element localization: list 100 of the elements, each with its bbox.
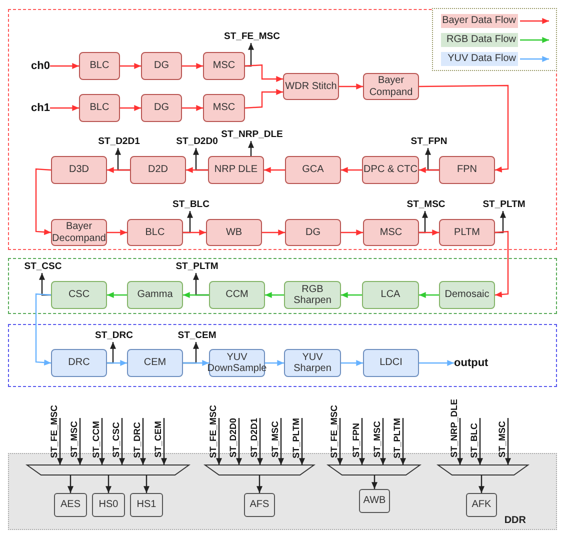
statistics-label: ST_FE_MSC	[224, 31, 280, 43]
arrow	[257, 418, 263, 465]
arrow	[244, 89, 283, 109]
arrow	[264, 167, 285, 173]
statistics-label: ST_D2D0	[176, 136, 218, 148]
process-box: AWB	[359, 489, 390, 513]
arrow	[183, 360, 209, 366]
output-label: output	[454, 356, 488, 370]
arrow	[419, 230, 439, 236]
statistics-label: ST_MSC	[497, 421, 507, 458]
process-box: PLTM	[439, 219, 495, 246]
statistics-label: ST_DRC	[95, 330, 133, 342]
statistics-label: ST_DRC	[132, 422, 142, 458]
process-box: GCA	[285, 156, 341, 184]
process-box: BLC	[79, 94, 120, 122]
process-box: AFS	[244, 493, 275, 517]
channel-label: ch0	[31, 59, 50, 73]
process-box: D2D	[130, 156, 186, 184]
arrow	[341, 167, 362, 173]
arrow	[57, 418, 63, 465]
statistics-label: ST_PLTM	[392, 418, 402, 458]
arrow	[120, 105, 141, 111]
process-box: YUV DownSample	[209, 349, 265, 377]
mux-trapezoid	[438, 465, 528, 475]
arrow	[505, 418, 511, 465]
statistics-label: ST_FPN	[351, 423, 361, 458]
arrow	[50, 63, 79, 69]
statistics-label: ST_PLTM	[482, 199, 526, 211]
arrow	[478, 475, 484, 493]
arrow	[236, 418, 242, 465]
process-box: WB	[206, 219, 262, 246]
arrow	[477, 418, 483, 465]
statistics-label: ST_PLTM	[291, 418, 301, 458]
arrow	[248, 141, 254, 156]
process-box: DG	[141, 94, 182, 122]
arrow	[419, 292, 439, 298]
statistics-label: ST_MSC	[406, 199, 446, 211]
arrow	[337, 418, 343, 465]
process-box: HS0	[92, 493, 125, 517]
arrow	[244, 64, 283, 82]
arrow	[419, 84, 509, 172]
arrow	[107, 342, 116, 364]
arrow	[457, 418, 463, 465]
process-box: WDR Stitch	[283, 73, 339, 100]
process-box: DPC & CTC	[362, 156, 419, 184]
legend-text: YUV Data Flow	[448, 53, 516, 64]
dashed-group-frame	[8, 324, 557, 387]
arrow	[161, 418, 167, 465]
arrow	[120, 63, 141, 69]
arrow	[265, 292, 284, 298]
arrow	[400, 418, 406, 465]
process-box: BLC	[79, 52, 120, 80]
process-box: NRP DLE	[208, 156, 264, 184]
statistics-label: ST_FPN	[410, 136, 448, 148]
arrow	[182, 63, 203, 69]
statistics-label: ST_MSC	[69, 421, 79, 458]
arrow	[35, 168, 52, 236]
arrow	[216, 418, 222, 465]
arrow	[107, 230, 127, 236]
arrow	[341, 230, 363, 236]
arrow	[50, 105, 79, 111]
process-box: CEM	[127, 349, 183, 377]
mux-trapezoid	[205, 465, 314, 475]
arrow	[119, 418, 125, 465]
statistics-label: ST_D2D1	[249, 418, 259, 458]
region-label: DDR	[504, 515, 526, 526]
arrow	[183, 292, 209, 298]
process-box: BLC	[127, 219, 183, 246]
process-box: DG	[285, 219, 341, 246]
statistics-label: ST_FE_MSC	[49, 404, 59, 458]
arrow	[299, 418, 305, 465]
statistics-label: ST_NRP_DLE	[449, 399, 459, 458]
arrow	[245, 43, 254, 67]
legend-text: Bayer Data Flow	[442, 15, 516, 26]
arrow	[106, 475, 112, 493]
arrow	[35, 293, 52, 366]
arrow	[183, 230, 206, 236]
statistics-label: ST_BLC	[469, 422, 479, 458]
process-box: MSC	[203, 94, 245, 122]
process-box: CCM	[209, 281, 265, 309]
statistics-label: ST_CEM	[178, 330, 216, 342]
statistics-label: ST_D2D1	[98, 136, 140, 148]
process-box: RGB Sharpen	[284, 281, 341, 309]
process-box: CSC	[51, 281, 107, 309]
arrow	[140, 418, 146, 465]
arrow	[107, 167, 130, 173]
arrow	[144, 475, 150, 493]
process-box: Demosaic	[439, 281, 495, 309]
statistics-label: ST_MSC	[372, 421, 382, 458]
process-box: FPN	[439, 156, 495, 184]
statistics-label: ST_MSC	[270, 421, 280, 458]
process-box: LDCI	[363, 349, 419, 377]
statistics-label: ST_BLC	[172, 199, 210, 211]
arrow	[262, 230, 285, 236]
arrow	[186, 167, 208, 173]
statistics-label: ST_CEM	[153, 421, 163, 458]
process-box: LCA	[362, 281, 419, 309]
arrow	[99, 418, 105, 465]
arrow	[256, 475, 262, 493]
process-box: YUV Sharpen	[284, 349, 341, 377]
